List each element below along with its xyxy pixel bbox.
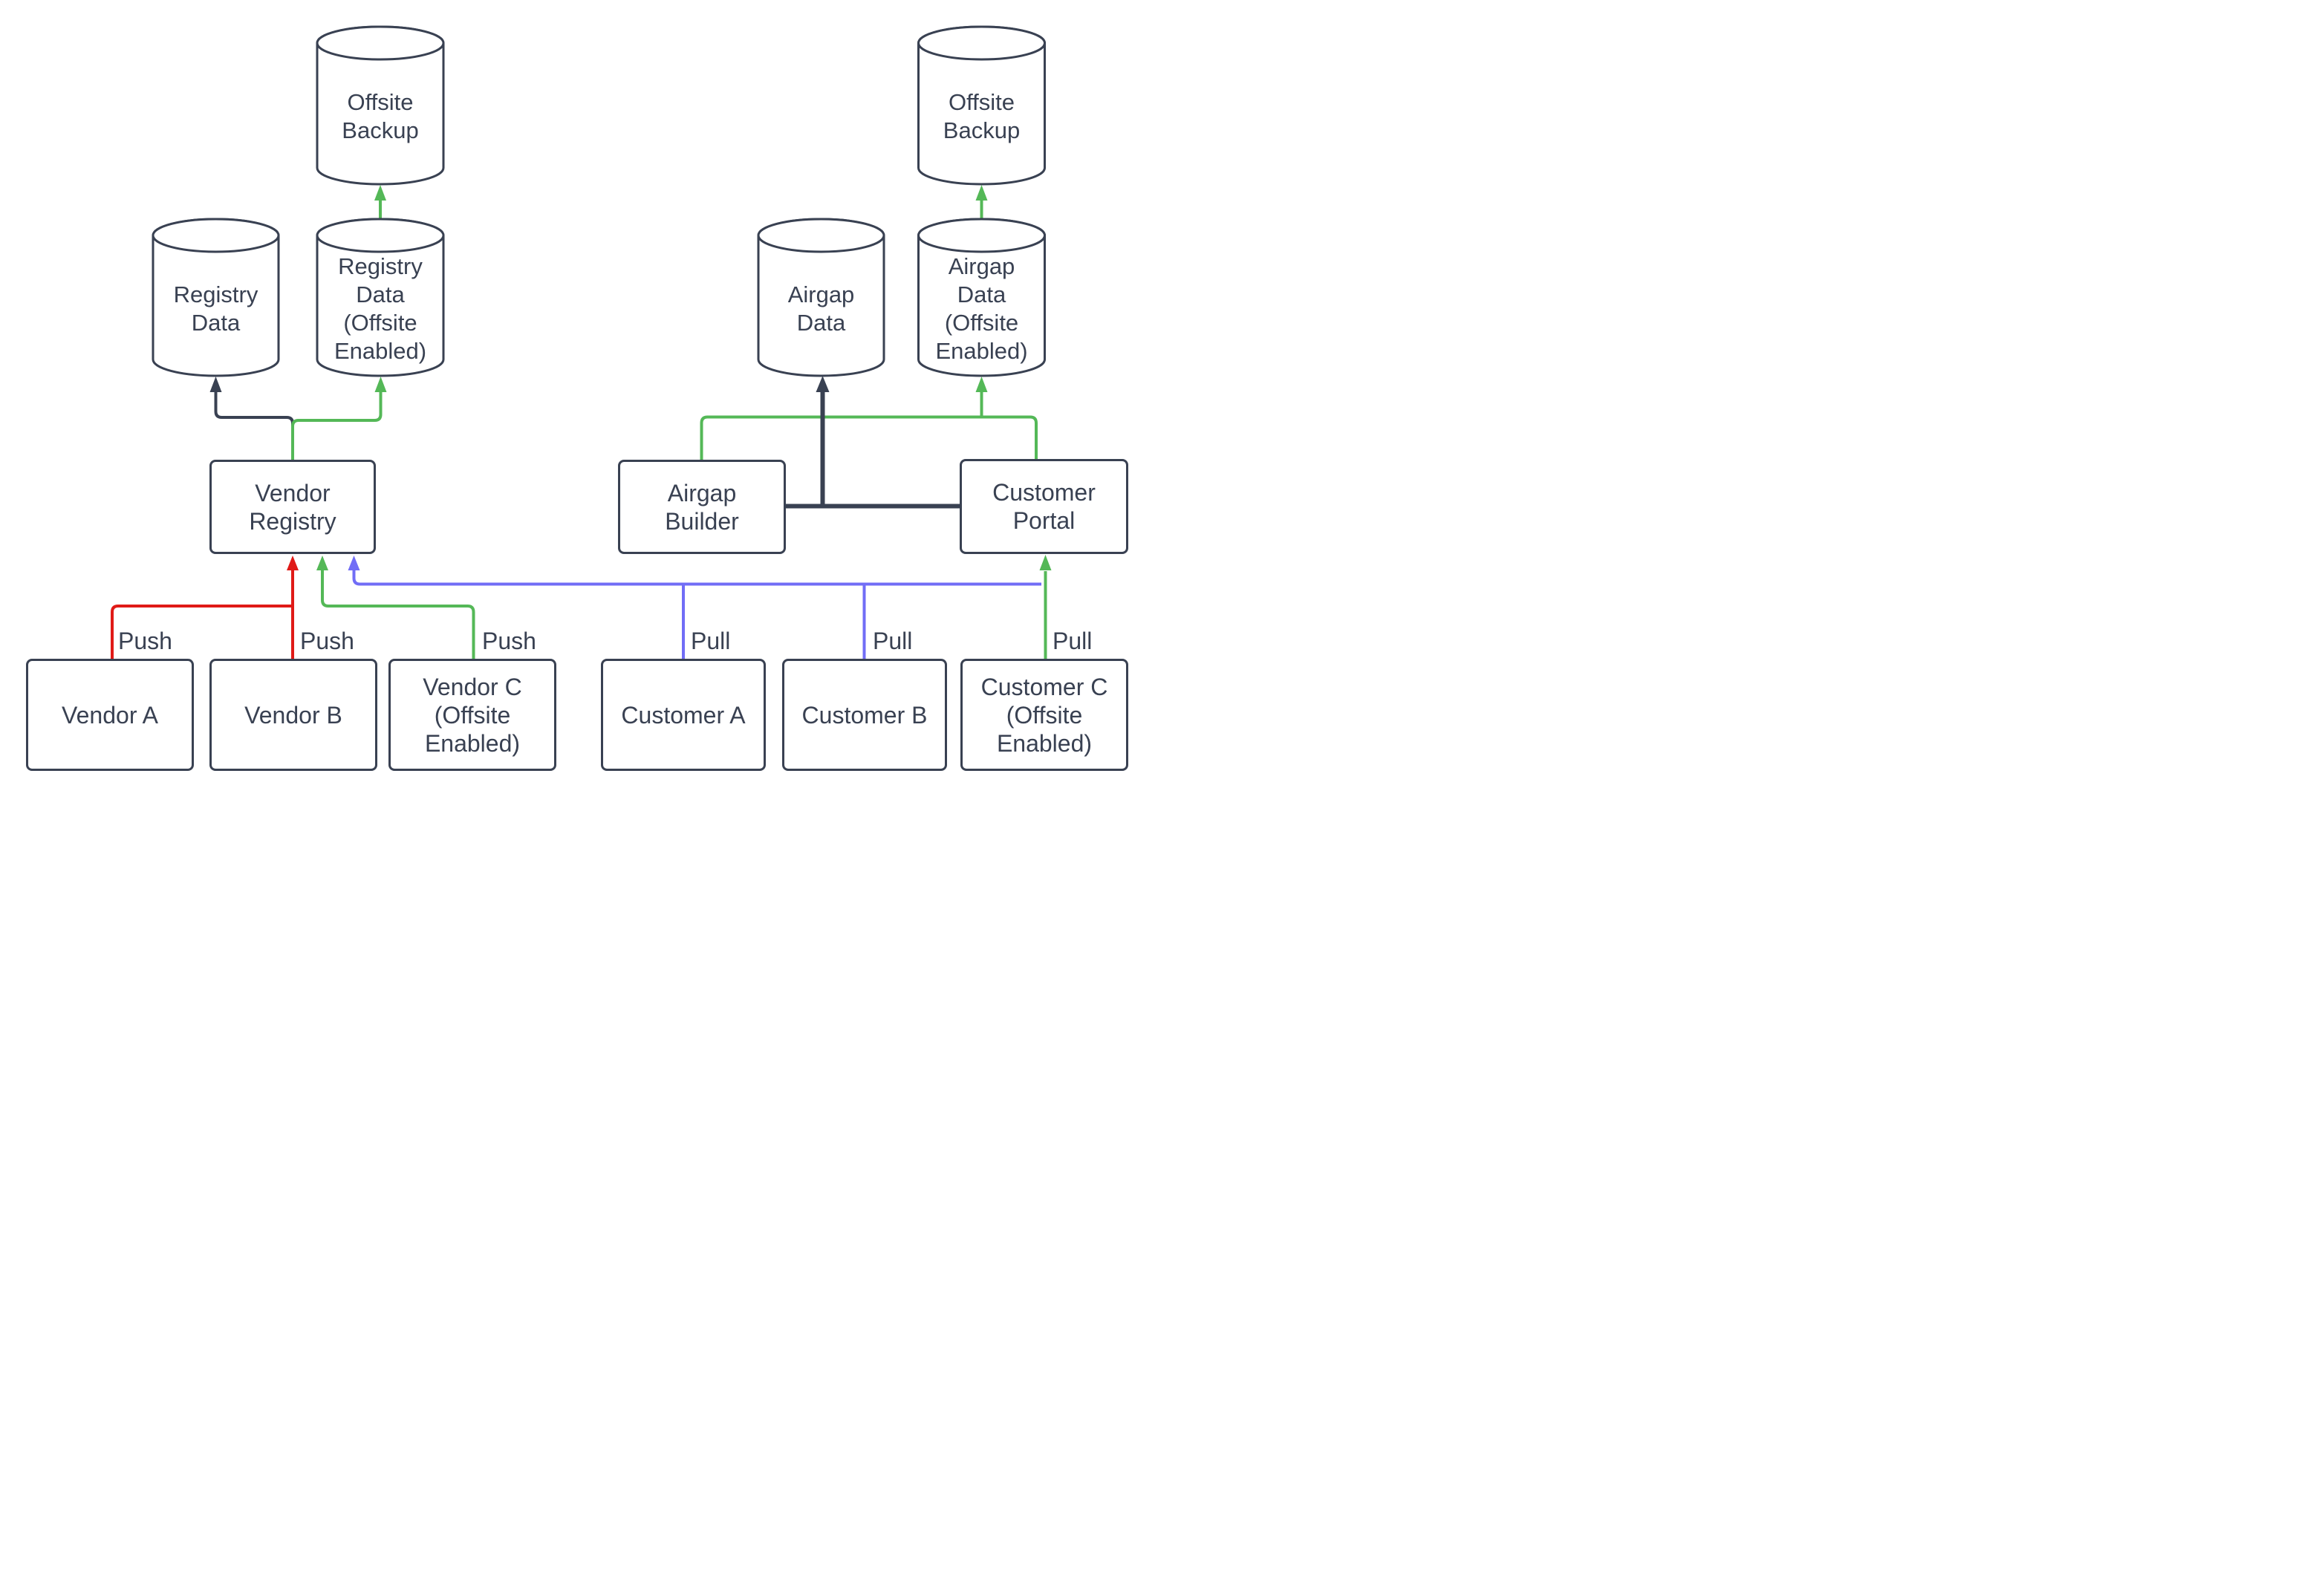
cylinder-offsite-backup-left — [316, 25, 445, 186]
arrowhead-registry-data-offsite — [374, 377, 387, 392]
arrowhead-push-green — [316, 556, 328, 570]
node-vendor-b: Vendor B — [209, 659, 377, 771]
cylinder-airgap-data — [757, 218, 885, 377]
arrowhead-airgap-data — [816, 376, 830, 392]
edge-label-pull-customer-a: Pull — [691, 628, 731, 654]
edge-vendor-registry-to-registry-data — [209, 377, 294, 460]
cylinder-registry-data-offsite — [316, 218, 445, 377]
arrowhead-registry-data — [209, 377, 222, 392]
edge-vendor-a-push — [111, 605, 293, 659]
diagram-canvas: Offsite Backup Registry Data Registry Da… — [0, 0, 1156, 798]
edge-label-push-vendor-b: Push — [300, 628, 354, 654]
edge-label-push-vendor-c: Push — [482, 628, 536, 654]
node-customer-portal: Customer Portal — [960, 459, 1128, 554]
arrowhead-airgap-data-offsite — [975, 377, 988, 392]
node-vendor-c: Vendor C (Offsite Enabled) — [388, 659, 556, 771]
arrowhead-push-red — [287, 556, 299, 570]
node-customer-a: Customer A — [601, 659, 766, 771]
node-customer-c: Customer C (Offsite Enabled) — [960, 659, 1128, 771]
edge-label-push-vendor-a: Push — [118, 628, 172, 654]
node-vendor-a: Vendor A — [26, 659, 194, 771]
edge-customers-pull-blue — [348, 556, 1041, 659]
arrowhead-pull-green — [1039, 555, 1052, 570]
edge-customer-c-pull — [1039, 555, 1052, 659]
edge-label-pull-customer-c: Pull — [1053, 628, 1093, 654]
diagram-shapes-layer — [111, 25, 1052, 659]
edge-to-airgap-data — [786, 376, 960, 509]
edge-registry-data-offsite-to-offsite-backup — [374, 185, 386, 218]
arrowhead-offsite-backup-left — [374, 185, 386, 201]
cylinder-registry-data — [152, 218, 280, 377]
cylinder-label-offsite-backup-left: Offsite Backup — [342, 89, 419, 143]
node-vendor-registry: Vendor Registry — [209, 460, 376, 554]
node-customer-b: Customer B — [782, 659, 947, 771]
cylinder-label-airgap-data-offsite: Airgap Data (Offsite Enabled) — [935, 253, 1028, 364]
cylinder-label-registry-data-offsite: Registry Data (Offsite Enabled) — [334, 253, 427, 364]
node-airgap-builder: Airgap Builder — [618, 460, 786, 554]
cylinder-label-airgap-data: Airgap Data — [787, 281, 855, 336]
edge-vendor-c-push — [316, 556, 475, 659]
edge-vendor-registry-to-registry-data-offsite — [291, 377, 387, 460]
edge-vendor-b-push — [287, 556, 299, 659]
cylinder-label-registry-data: Registry Data — [173, 281, 258, 336]
edge-label-pull-customer-b: Pull — [873, 628, 913, 654]
cylinder-label-offsite-backup-right: Offsite Backup — [943, 89, 1021, 143]
cylinder-airgap-data-offsite — [917, 218, 1046, 377]
edge-airgap-data-offsite-to-offsite-backup — [975, 185, 988, 218]
cylinder-offsite-backup-right — [917, 25, 1046, 186]
arrowhead-pull-blue — [348, 556, 360, 570]
edge-airgap-offsite-network — [700, 377, 1038, 460]
arrowhead-offsite-backup-right — [975, 185, 988, 201]
